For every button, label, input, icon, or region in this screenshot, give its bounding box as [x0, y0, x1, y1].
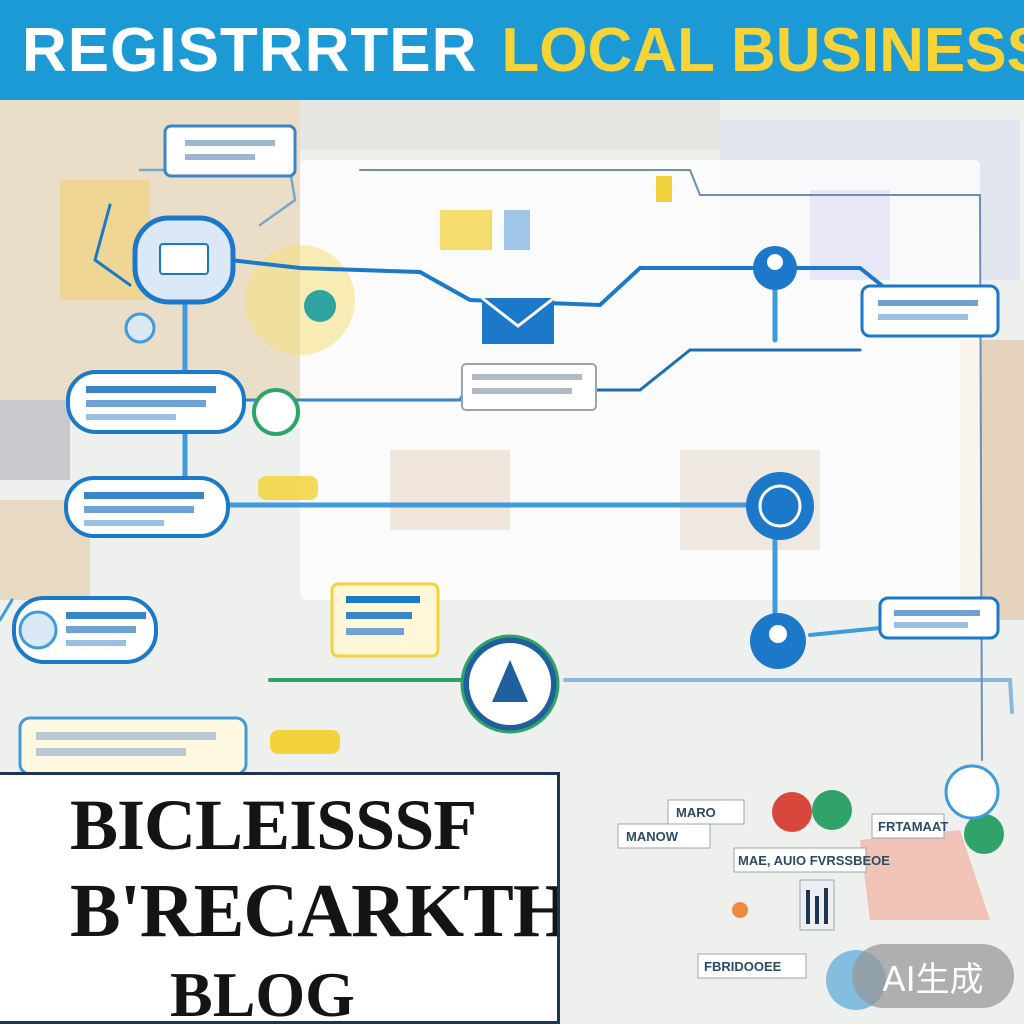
- label-2: MANOW: [626, 829, 679, 844]
- ring-node: [252, 388, 300, 436]
- info-box-top: [163, 124, 297, 178]
- process-diagram: MARO MANOW MAE, AUIO FVRSSBEOE FRTAMAAT …: [0, 100, 1024, 1024]
- circle-nodes: [124, 215, 814, 734]
- bg-vent: [0, 400, 70, 480]
- clock-icon: [944, 764, 1000, 820]
- right-labels: MARO MANOW MAE, AUIO FVRSSBEOE FRTAMAAT …: [617, 799, 948, 979]
- bg-yellow-lamp: [245, 245, 355, 355]
- header-banner: REGISTRRTER LOCAL BUSINESS: [0, 0, 1024, 100]
- pin-icon: [732, 902, 748, 918]
- blog-title-line3: BLOG: [170, 959, 355, 1024]
- connector-mid-right: [593, 348, 862, 392]
- blog-title-line1: BICLEISSSF: [70, 785, 477, 865]
- small-node: [124, 312, 156, 344]
- connector-edge: [0, 598, 14, 622]
- person-green: [812, 790, 852, 830]
- diagram-board: [300, 160, 980, 600]
- bg-furniture: [390, 450, 510, 530]
- header-title-part1: REGISTRRTER: [22, 15, 478, 85]
- header-title-part2: LOCAL BUSINESS: [501, 15, 1024, 85]
- info-box-4: [18, 716, 248, 776]
- megaphone-icon: [860, 830, 990, 920]
- right-info-boxes: [860, 284, 1000, 640]
- connector-bottom-right: [563, 678, 1014, 714]
- people-illustration: [732, 764, 1004, 1010]
- label-1: MARO: [676, 805, 716, 820]
- bg-ceiling: [300, 100, 720, 150]
- label-3: MAE, AUIO FVRSSBEOE: [738, 853, 890, 868]
- sticky-note: [440, 210, 492, 250]
- yellow-tag-2: [258, 476, 318, 500]
- blog-title-line2: B'RECARKTH: [70, 869, 560, 953]
- diagram-canvas: MARO MANOW MAE, AUIO FVRSSBEOE FRTAMAAT …: [0, 100, 1024, 1024]
- person-red: [772, 792, 812, 832]
- info-box-3-badge: [18, 610, 58, 650]
- connector-lower-right: [808, 626, 882, 637]
- info-box-right-top: [860, 284, 1000, 338]
- teal-node: [304, 290, 336, 322]
- blog-title-box: BICLEISSSF B'RECARKTH BLOG: [0, 772, 560, 1024]
- label-4: FRTAMAAT: [878, 819, 948, 834]
- checklist-card: [330, 582, 440, 658]
- marker: [656, 176, 672, 202]
- globe-icon: [746, 472, 814, 540]
- ai-watermark: AI生成: [852, 944, 1014, 1008]
- left-info-boxes: [12, 124, 297, 776]
- yellow-tag: [270, 730, 340, 754]
- form-panel: [461, 363, 597, 411]
- connector-left-loop: [93, 203, 132, 287]
- person-green-2: [964, 814, 1004, 854]
- info-box-right-bottom: [878, 596, 1000, 640]
- sticky-note-blue: [504, 210, 530, 250]
- label-5: FBRIDOOEE: [704, 959, 782, 974]
- connector-outer: [359, 169, 983, 761]
- center-elements: [258, 176, 672, 754]
